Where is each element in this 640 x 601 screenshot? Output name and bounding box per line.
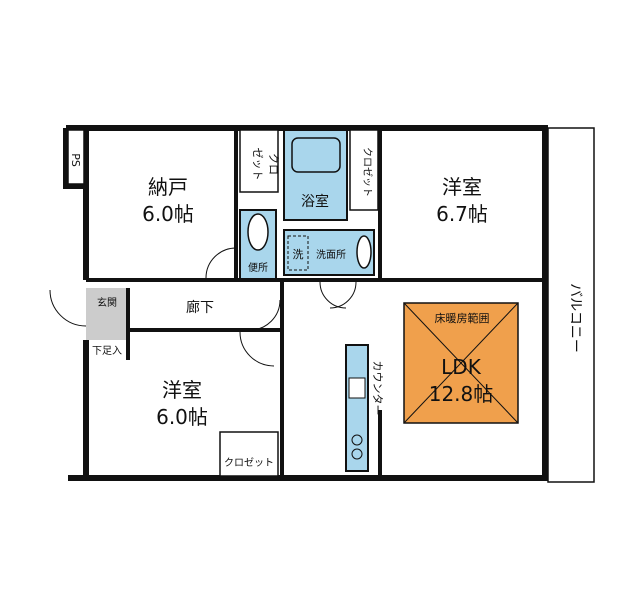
stove-burner — [351, 434, 363, 446]
ldk-size: 12.8帖 — [429, 382, 494, 406]
toilet-bowl — [247, 213, 269, 251]
shoe-box-label: 下足入 — [92, 345, 122, 357]
bath-label: 浴室 — [301, 193, 329, 210]
washing-machine-space — [287, 235, 309, 271]
closet-vertical-label-2: ゼット — [251, 148, 264, 181]
closet-vertical — [239, 129, 279, 193]
closet-ne-label: クロゼット — [361, 147, 373, 197]
closet-sw-label: クロゼット — [224, 457, 274, 469]
wash-basin — [356, 235, 372, 269]
youshitsu-sw-name: 洋室 — [162, 378, 202, 402]
washroom-label: 洗面所 — [316, 249, 346, 261]
wash-mark: 洗 — [293, 248, 304, 261]
door-swings — [49, 247, 357, 367]
exterior-walls — [63, 125, 548, 481]
entrance-floor — [86, 288, 126, 340]
ldk-name: LDK — [441, 355, 482, 379]
counter-label: カウンター — [371, 361, 384, 416]
youshitsu-sw-size: 6.0帖 — [156, 405, 208, 429]
closet-sw — [219, 431, 279, 477]
balcony-outline — [547, 127, 595, 483]
nando-size: 6.0帖 — [142, 202, 194, 226]
interior-walls — [86, 128, 545, 478]
bathtub — [291, 137, 341, 173]
closet-ne — [349, 129, 379, 211]
kitchen-sink — [348, 377, 366, 399]
youshitsu-ne-size: 6.7帖 — [436, 202, 488, 226]
ps-label: PS — [69, 153, 82, 167]
nando-name: 納戸 — [148, 175, 188, 199]
floor-heating-label: 床暖房範囲 — [435, 311, 490, 325]
stove-burner — [351, 448, 363, 460]
balcony-label: バルコニー — [567, 283, 583, 353]
youshitsu-ne-name: 洋室 — [442, 175, 482, 199]
floor-heating-diagonal — [403, 302, 519, 424]
toilet-label: 便所 — [248, 261, 268, 274]
entrance-label: 玄関 — [97, 296, 117, 309]
corridor-label: 廊下 — [186, 299, 214, 316]
kitchen-counter — [345, 344, 369, 472]
pipe-space — [67, 129, 85, 185]
closet-vertical-label-1: クロ — [267, 153, 280, 175]
